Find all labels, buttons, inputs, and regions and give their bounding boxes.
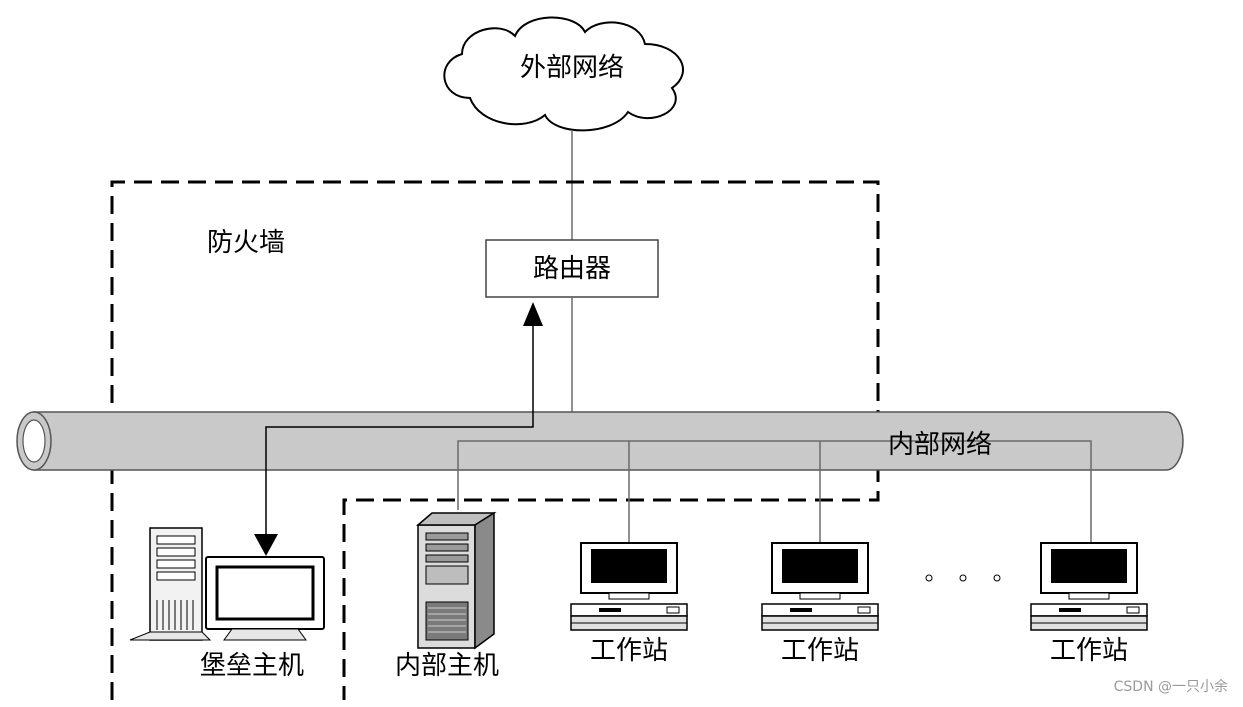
ellipsis-icon bbox=[925, 574, 1001, 582]
workstation-1-label: 工作站 bbox=[590, 636, 668, 666]
workstation-3-label: 工作站 bbox=[1050, 636, 1128, 666]
bastion-to-router-link bbox=[265, 322, 534, 542]
router-label: 路由器 bbox=[533, 254, 611, 284]
desktop-computer-icon bbox=[1030, 542, 1148, 631]
watermark-text: CSDN @一只小余 bbox=[1114, 678, 1228, 695]
desktop-computer-icon bbox=[570, 542, 688, 631]
bastion-host-label: 堡垒主机 bbox=[200, 651, 304, 681]
monitor-icon bbox=[205, 556, 325, 641]
workstation-2-label: 工作站 bbox=[781, 636, 859, 666]
workstation-3: 工作站 bbox=[1030, 542, 1148, 666]
server-tower-icon bbox=[129, 527, 212, 641]
router-arrowhead bbox=[523, 302, 543, 326]
external-network-cloud: 外部网络 bbox=[443, 16, 684, 132]
router: 路由器 bbox=[485, 239, 659, 298]
bastion-host: 堡垒主机 bbox=[129, 527, 325, 681]
router-box bbox=[485, 239, 659, 298]
server-tower-icon bbox=[415, 511, 497, 650]
internal-host-label: 内部主机 bbox=[395, 651, 499, 681]
desktop-computer-icon bbox=[761, 542, 879, 631]
bastion-arrowhead bbox=[254, 534, 278, 556]
pipe-end-inner bbox=[22, 419, 46, 463]
internal-bus-link bbox=[457, 440, 1092, 543]
external-network-label: 外部网络 bbox=[520, 53, 624, 83]
firewall-boundary bbox=[110, 180, 880, 700]
cloud-icon bbox=[443, 16, 684, 132]
internal-network-label: 内部网络 bbox=[888, 430, 992, 460]
internal-host: 内部主机 bbox=[395, 511, 499, 681]
workstation-2: 工作站 bbox=[761, 542, 879, 666]
workstation-1: 工作站 bbox=[570, 542, 688, 666]
firewall-label: 防火墙 bbox=[207, 228, 285, 258]
